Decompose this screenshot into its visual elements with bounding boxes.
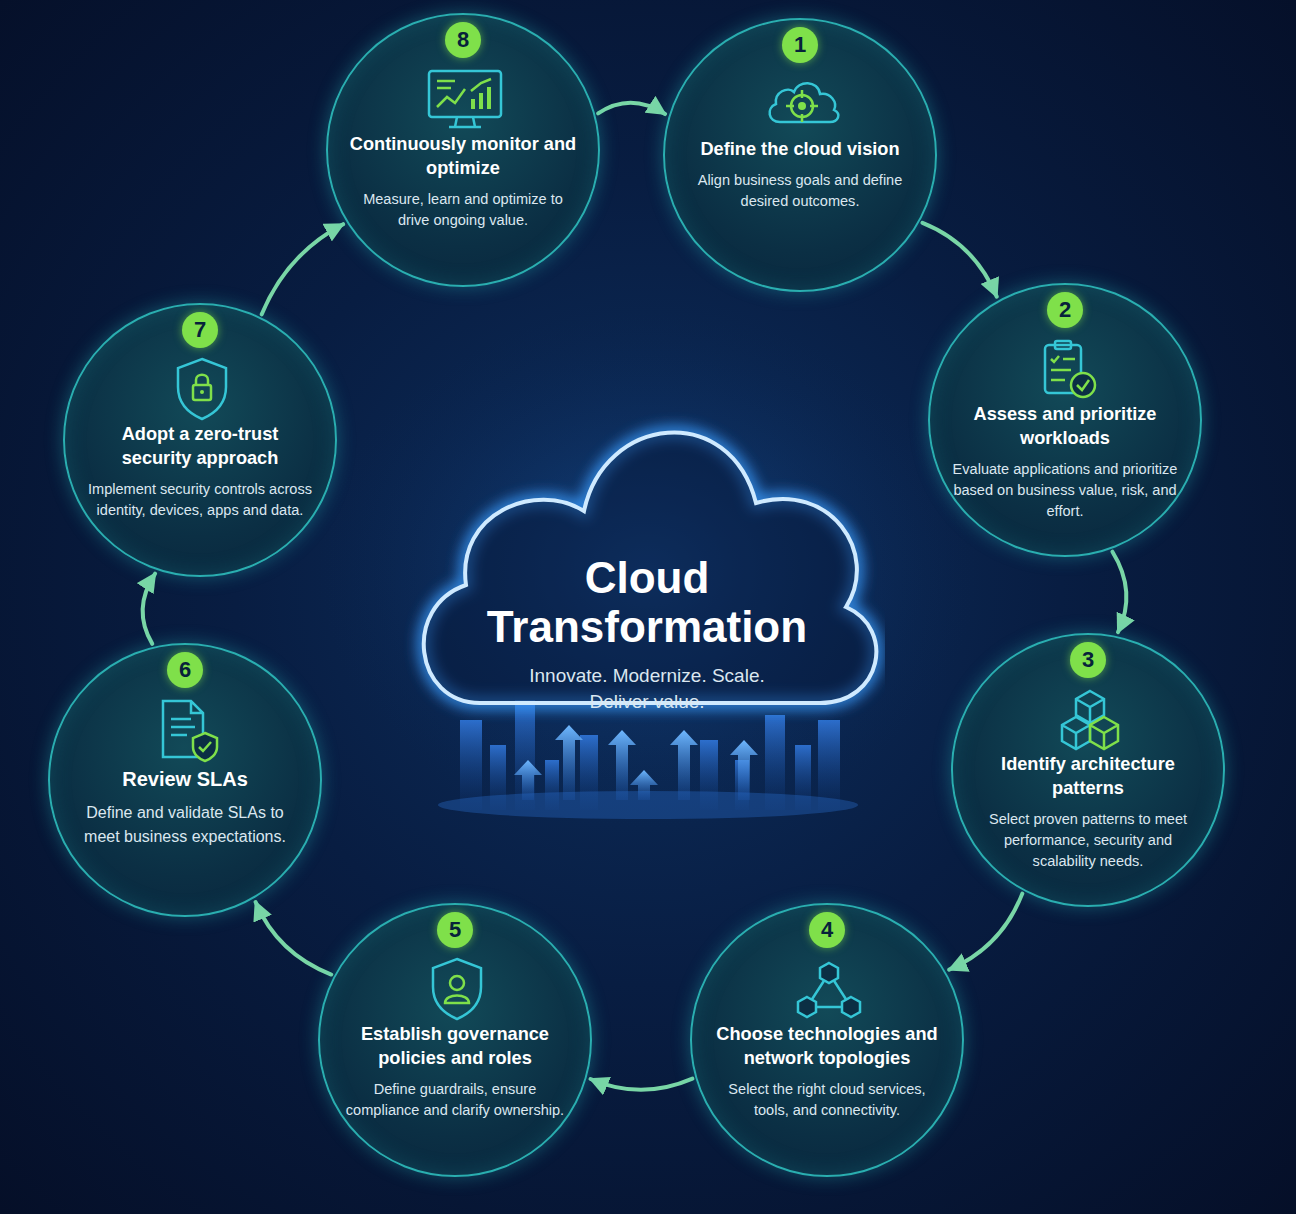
step-circle: Define the cloud visionAlign business go… — [663, 18, 937, 292]
step-number: 6 — [179, 657, 191, 683]
step-number-badge: 1 — [782, 27, 818, 63]
step-heading: Define the cloud vision — [700, 137, 899, 161]
step-number-badge: 8 — [445, 22, 481, 58]
step-number-badge: 5 — [437, 912, 473, 948]
step-circle: Assess and prioritize workloadsEvaluate … — [928, 283, 1202, 557]
step-circle: Establish governance policies and rolesD… — [318, 903, 592, 1177]
step-circle: Choose technologies and network topologi… — [690, 903, 964, 1177]
step-heading: Continuously monitor and optimize — [348, 132, 578, 180]
flow-arrow — [591, 1079, 693, 1090]
step-number: 5 — [449, 917, 461, 943]
step-icon — [417, 955, 497, 1025]
flow-arrow — [262, 224, 343, 314]
cloud-title: Cloud Transformation — [462, 553, 832, 652]
growth-arrows — [514, 725, 758, 800]
step-heading: Establish governance policies and roles — [340, 1022, 570, 1070]
step-description: Select the right cloud services, tools, … — [712, 1079, 942, 1121]
step-circle: Review SLAsDefine and validate SLAs to m… — [48, 643, 322, 917]
step-heading: Review SLAs — [122, 766, 248, 792]
floor-glow — [438, 791, 858, 819]
step-number: 7 — [194, 317, 206, 343]
step-heading: Identify architecture patterns — [973, 752, 1203, 800]
step-icon — [1050, 685, 1130, 755]
flow-arrow — [949, 894, 1022, 970]
step-number: 4 — [821, 917, 833, 943]
step-circle: Adopt a zero-trust security approachImpl… — [63, 303, 337, 577]
step-heading: Assess and prioritize workloads — [950, 402, 1180, 450]
step-number: 8 — [457, 27, 469, 53]
step-icon — [762, 70, 842, 140]
step-icon — [789, 955, 869, 1025]
step-number-badge: 2 — [1047, 292, 1083, 328]
flow-arrow — [1112, 552, 1126, 633]
step-number: 1 — [794, 32, 806, 58]
step-icon — [1027, 335, 1107, 405]
step-description: Select proven patterns to meet performan… — [973, 809, 1203, 872]
flow-arrow — [922, 223, 996, 297]
step-number-badge: 4 — [809, 912, 845, 948]
flow-arrow — [598, 103, 665, 114]
step-description: Evaluate applications and prioritize bas… — [950, 459, 1180, 522]
center-cloud: Cloud TransformationInnovate. Modernize.… — [400, 385, 885, 725]
step-description: Define guardrails, ensure compliance and… — [340, 1079, 570, 1121]
step-number-badge: 3 — [1070, 642, 1106, 678]
flow-arrow — [143, 574, 155, 644]
step-description: Align business goals and define desired … — [685, 170, 915, 212]
step-icon — [147, 695, 227, 765]
step-circle: Continuously monitor and optimizeMeasure… — [326, 13, 600, 287]
step-description: Implement security controls across ident… — [85, 479, 315, 521]
step-number: 3 — [1082, 647, 1094, 673]
step-number: 2 — [1059, 297, 1071, 323]
step-description: Measure, learn and optimize to drive ong… — [348, 189, 578, 231]
center-glow — [318, 310, 978, 830]
cloud-tagline: Innovate. Modernize. Scale. Deliver valu… — [512, 663, 782, 714]
step-description: Define and validate SLAs to meet busines… — [76, 801, 294, 847]
step-icon — [425, 65, 505, 135]
step-heading: Adopt a zero-trust security approach — [85, 422, 315, 470]
step-number-badge: 7 — [182, 312, 218, 348]
step-circle: Identify architecture patternsSelect pro… — [951, 633, 1225, 907]
flow-arrow — [256, 902, 332, 974]
step-number-badge: 6 — [167, 652, 203, 688]
step-icon — [162, 355, 242, 425]
step-heading: Choose technologies and network topologi… — [712, 1022, 942, 1070]
